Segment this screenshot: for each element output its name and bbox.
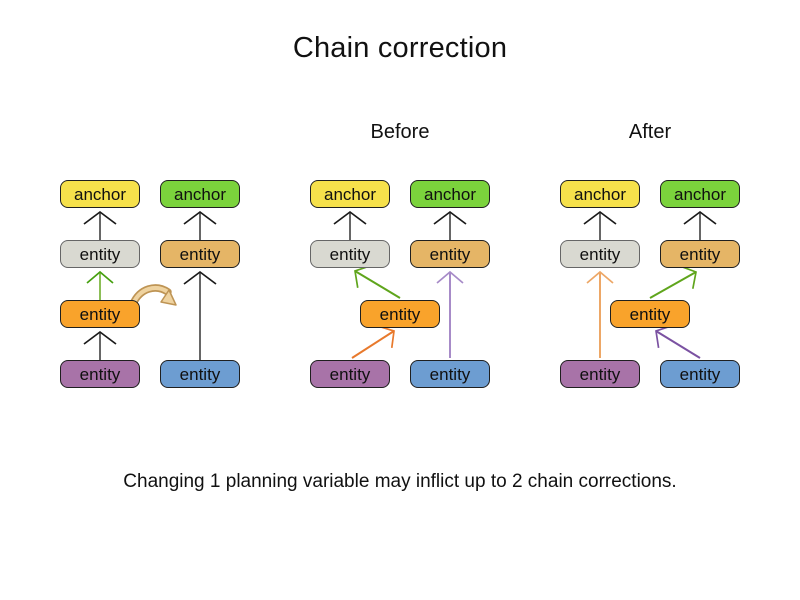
entity-node: entity [60, 360, 140, 388]
anchor-node: anchor [310, 180, 390, 208]
page-title: Chain correction [292, 32, 508, 64]
entity-node: entity [410, 240, 490, 268]
entity-node: entity [660, 360, 740, 388]
anchor-node: anchor [60, 180, 140, 208]
anchor-node: anchor [160, 180, 240, 208]
move-curved-arrow [129, 284, 177, 308]
entity-node: entity [160, 360, 240, 388]
group-label-before: Before [370, 121, 430, 143]
entity-node: entity [60, 300, 140, 328]
entity-node: entity [160, 240, 240, 268]
entity-node: entity [410, 360, 490, 388]
caption: Changing 1 planning variable may inflict… [123, 471, 677, 492]
before-arrow-orange-to-gray [354, 264, 401, 299]
after-arrow-orange-to-tan [649, 265, 697, 299]
entity-node: entity [360, 300, 440, 328]
after-arrow-blue-to-orange [655, 324, 701, 359]
entity-node: entity [310, 360, 390, 388]
anchor-node: anchor [560, 180, 640, 208]
entity-node: entity [560, 240, 640, 268]
group-label-after: After [628, 121, 672, 143]
entity-node: entity [560, 360, 640, 388]
anchor-node: anchor [410, 180, 490, 208]
entity-node: entity [610, 300, 690, 328]
entity-node: entity [660, 240, 740, 268]
entity-node: entity [310, 240, 390, 268]
entity-node: entity [60, 240, 140, 268]
anchor-node: anchor [660, 180, 740, 208]
before-arrow-purple-to-orange [351, 325, 395, 359]
